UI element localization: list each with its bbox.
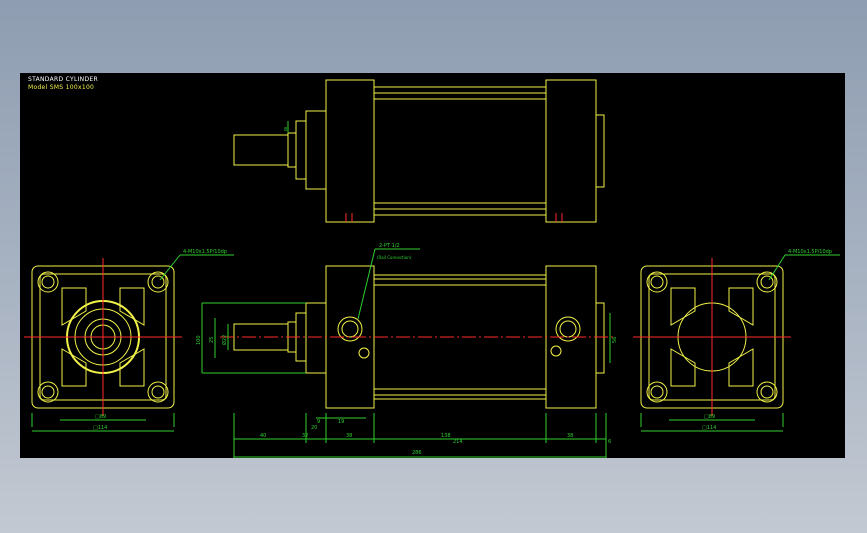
title-line-1: STANDARD CYLINDER: [28, 76, 98, 83]
left-outer-square-dim: □114: [93, 425, 107, 431]
right-inner-square-dim: □89: [704, 414, 715, 420]
top-front-cover: [325, 79, 375, 223]
dim-40: 40: [260, 433, 266, 439]
front-port: [337, 316, 363, 342]
port-callout: 2-PT 1/2: [379, 243, 400, 249]
top-view: [233, 79, 605, 223]
dim-19: 19: [338, 419, 344, 425]
dim-8: 8: [284, 127, 287, 133]
right-outer-square-dim: □114: [702, 425, 716, 431]
right-corner-holes: [646, 271, 778, 403]
dim-rod: 25: [209, 337, 215, 343]
title-line-2: Model SMS 100x100: [28, 84, 95, 91]
dim-body: 100: [196, 335, 202, 345]
top-rear-cover: [545, 79, 597, 223]
dim-38b: 38: [567, 433, 573, 439]
top-barrel: [373, 92, 547, 210]
dim-6: 6: [608, 439, 611, 445]
dim-end: 56: [612, 337, 618, 343]
cad-drawing-canvas: STANDARD CYLINDER Model SMS 100x100: [20, 73, 845, 458]
top-rod: [233, 134, 289, 166]
dim-9: 9: [317, 419, 320, 425]
dim-38: 38: [346, 433, 352, 439]
right-end-view: [633, 254, 840, 432]
dim-286: 286: [412, 450, 422, 456]
side-view: [201, 248, 616, 458]
dim-32: 32: [302, 433, 308, 439]
port-callout-sub: (Rail Connection): [377, 255, 412, 260]
dim-214: 214: [453, 439, 463, 445]
dim-138: 138: [441, 433, 451, 439]
left-corner-holes: [37, 271, 169, 403]
side-rod-cover: [305, 302, 327, 374]
drawing-svg: 4-M10x1.5P/10dp 4-M10x1.5P/10dp 2-PT 1/2…: [24, 79, 840, 458]
dim-20: 20: [311, 425, 317, 431]
left-end-view: [24, 254, 234, 432]
left-inner-square-dim: □89: [95, 414, 106, 420]
right-holes-callout: 4-M10x1.5P/10dp: [788, 249, 832, 255]
left-holes-callout: 4-M10x1.5P/10dp: [183, 249, 227, 255]
rear-port: [555, 316, 581, 342]
dim-small: Ø22: [221, 335, 228, 345]
top-rod-cover: [305, 110, 327, 190]
